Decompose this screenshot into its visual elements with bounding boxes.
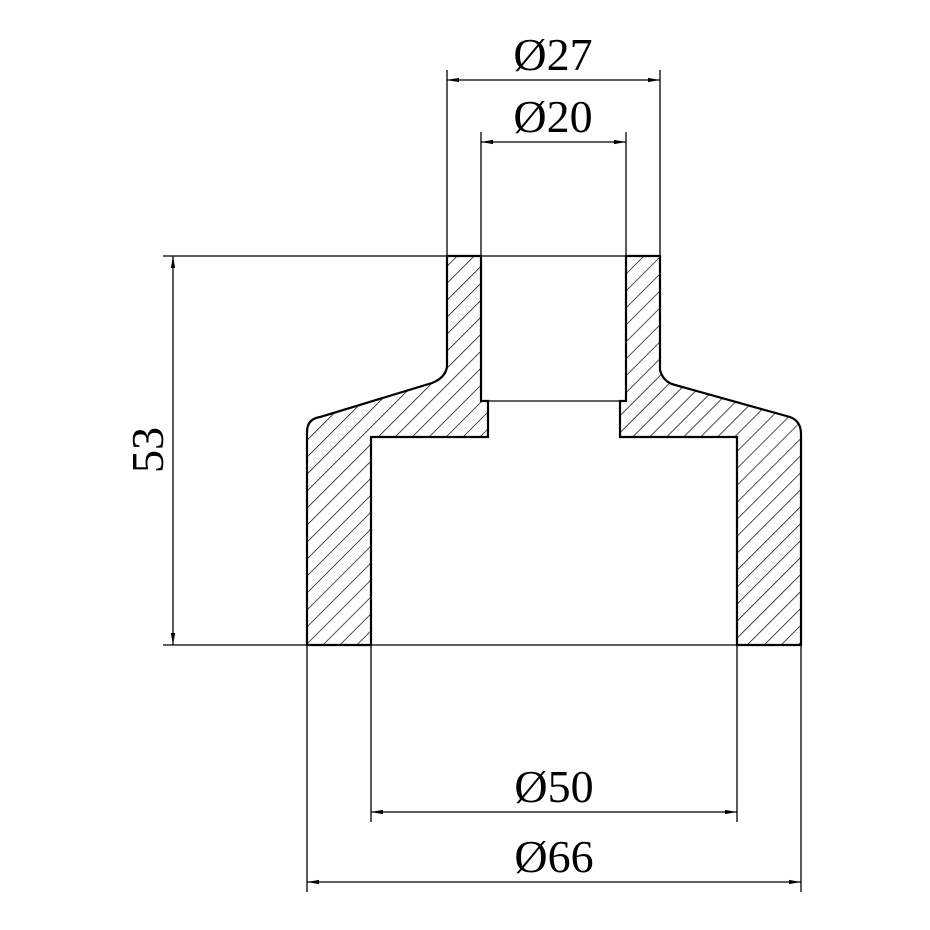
section-right-half — [618, 254, 803, 647]
dimension-label-53: 53 — [122, 427, 173, 473]
dimension-label-50: Ø50 — [514, 761, 593, 812]
dimension-label-27: Ø27 — [513, 29, 592, 80]
dimension-label-20: Ø20 — [513, 91, 592, 142]
section-left-half — [305, 254, 490, 647]
dimension-label-66: Ø66 — [514, 831, 593, 882]
